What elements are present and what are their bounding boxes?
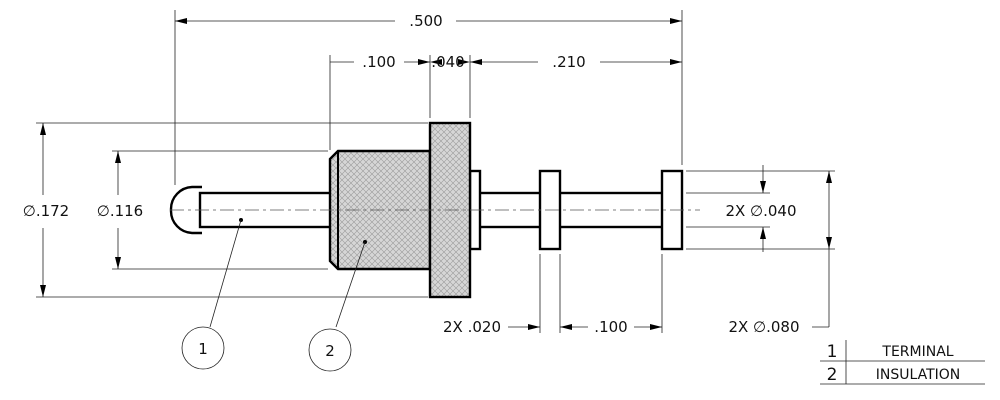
dim-groove-width: 2X .020 bbox=[443, 318, 501, 336]
dim-body-diameter: ∅.116 bbox=[97, 202, 143, 220]
dim-pin-length: .210 bbox=[552, 53, 585, 71]
balloon-callouts: 1 2 bbox=[181, 218, 367, 372]
terminal-part bbox=[169, 169, 684, 251]
dim-pin-diameter: 2X ∅.040 bbox=[725, 202, 796, 220]
balloon-2-number: 2 bbox=[325, 342, 335, 360]
balloon-1 bbox=[181, 326, 225, 370]
extension-lines bbox=[36, 10, 835, 333]
bom-item-1: 1 bbox=[827, 342, 838, 362]
bom-desc-1: TERMINAL bbox=[881, 344, 953, 360]
balloon-1-number: 1 bbox=[198, 340, 208, 358]
dim-overall-length: .500 bbox=[409, 12, 442, 30]
dim-shoulder-length: .100 bbox=[362, 53, 395, 71]
dim-groove-spacing: .100 bbox=[594, 318, 627, 336]
bom-item-2: 2 bbox=[827, 365, 838, 385]
dim-flange-diameter: ∅.172 bbox=[23, 202, 69, 220]
balloon-2 bbox=[308, 328, 352, 372]
dimension-lines bbox=[40, 18, 832, 330]
dimension-labels: .500 .100 .040 .210 ∅.172 ∅.116 2X ∅.040… bbox=[23, 12, 800, 336]
bill-of-materials: 1 TERMINAL 2 INSULATION bbox=[820, 340, 985, 385]
bom-desc-2: INSULATION bbox=[876, 367, 961, 383]
dim-ring-diameter: 2X ∅.080 bbox=[728, 318, 799, 336]
dim-flange-thickness: .040 bbox=[431, 53, 464, 71]
